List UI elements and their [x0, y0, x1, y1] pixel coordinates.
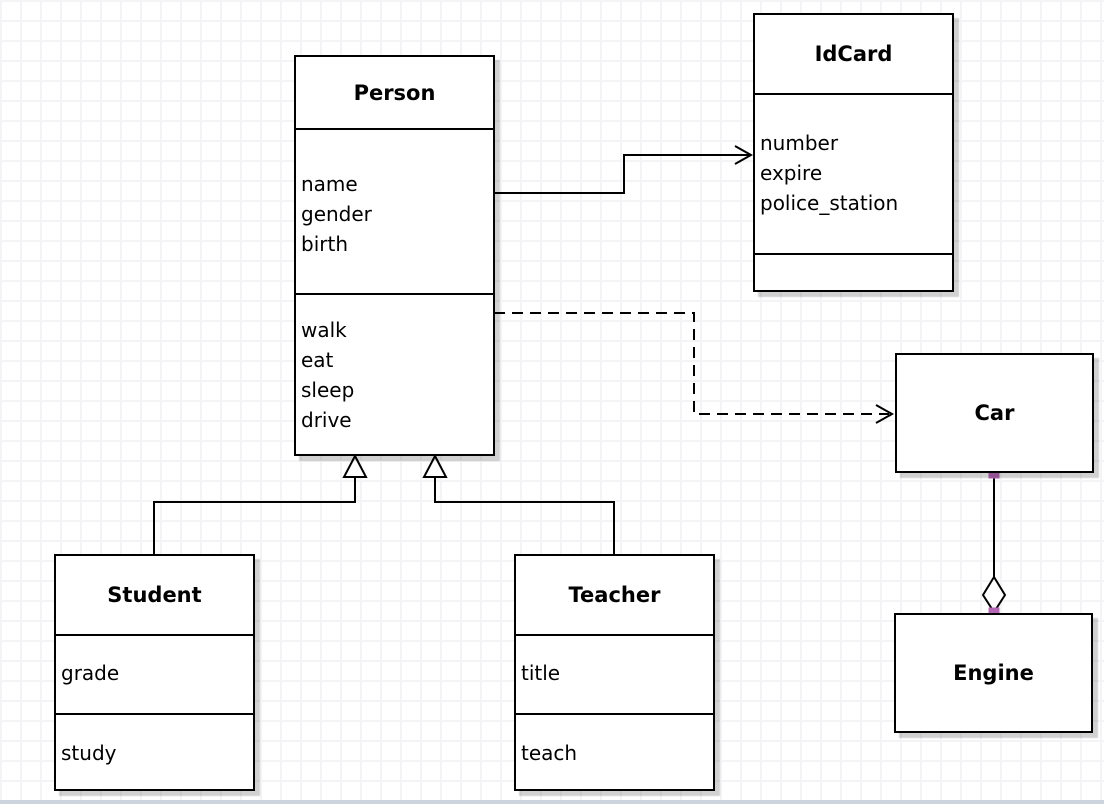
attribute: title [521, 661, 561, 685]
class-car[interactable]: Car [895, 353, 1094, 473]
generalization-student-person[interactable] [153, 453, 368, 554]
class-teacher[interactable]: Teacher title teach [514, 554, 715, 791]
aggregation-car-engine[interactable] [981, 467, 1007, 619]
attributes-compartment: number expire police_station [755, 93, 952, 253]
attribute: name [301, 172, 358, 196]
class-title: Car [974, 401, 1015, 425]
generalization-line[interactable] [434, 477, 615, 554]
class-title: Person [353, 80, 436, 105]
hollow-triangle-arrowhead [342, 453, 368, 478]
class-person[interactable]: Person name gender birth walk eat sleep … [294, 55, 495, 456]
attribute: birth [301, 232, 348, 256]
edge-endpoint-handle[interactable] [988, 467, 1000, 479]
attributes-compartment: name gender birth [296, 128, 493, 293]
open-arrowhead [875, 404, 895, 424]
association-line[interactable] [494, 154, 749, 194]
hollow-triangle-arrowhead [422, 453, 448, 478]
generalization-line[interactable] [153, 477, 356, 554]
dependency-person-car[interactable] [494, 312, 895, 424]
method: teach [521, 741, 578, 765]
class-title: Teacher [568, 583, 661, 607]
class-title: Engine [953, 661, 1034, 685]
attribute: expire [760, 161, 823, 185]
association-person-idcard[interactable] [494, 145, 754, 194]
method: study [61, 741, 117, 765]
attribute: grade [61, 661, 120, 685]
class-title: Student [107, 583, 202, 607]
dependency-line[interactable] [494, 312, 889, 415]
canvas-bottom-edge [0, 800, 1104, 804]
method: eat [301, 348, 334, 372]
method: walk [301, 318, 347, 342]
hollow-diamond [981, 575, 1007, 614]
open-arrowhead [734, 145, 754, 165]
attributes-compartment: title [516, 634, 713, 713]
generalization-teacher-person[interactable] [422, 453, 615, 554]
methods-compartment: study [56, 713, 253, 789]
class-engine[interactable]: Engine [894, 613, 1093, 733]
attribute: number [760, 131, 839, 155]
attribute: gender [301, 202, 372, 226]
method: drive [301, 408, 352, 432]
attributes-compartment: grade [56, 634, 253, 713]
methods-compartment: teach [516, 713, 713, 789]
method: sleep [301, 378, 355, 402]
class-student[interactable]: Student grade study [54, 554, 255, 791]
class-title: IdCard [814, 42, 893, 66]
class-idcard[interactable]: IdCard number expire police_station [753, 13, 954, 292]
methods-compartment: walk eat sleep drive [296, 293, 493, 454]
attribute: police_station [760, 191, 899, 215]
methods-compartment-empty [755, 253, 952, 290]
